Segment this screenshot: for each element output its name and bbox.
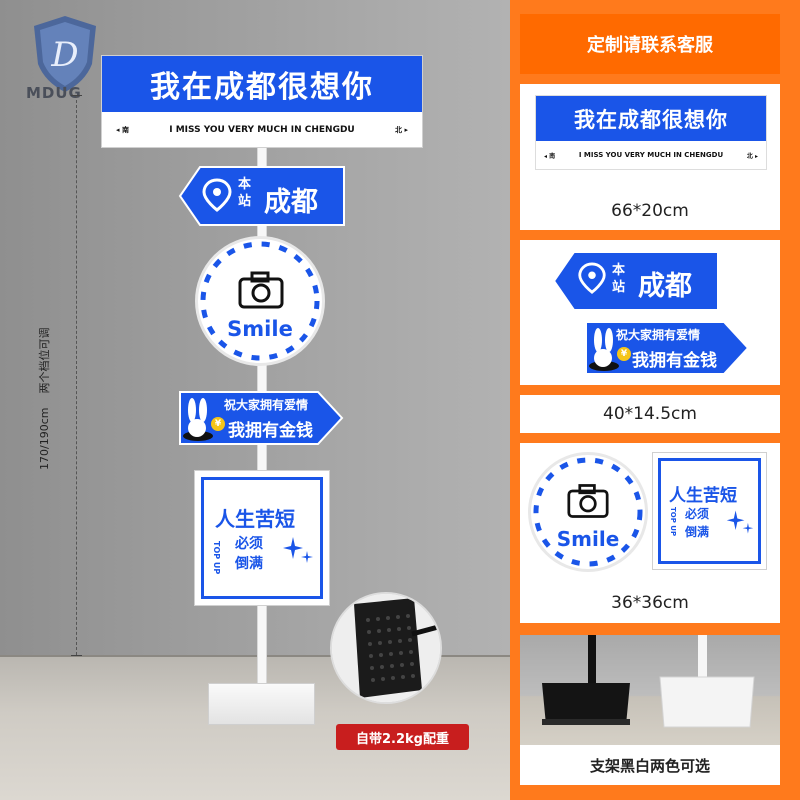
sign-top-subtitle: I MISS YOU VERY MUCH IN CHENGDU	[169, 125, 355, 135]
measure-bottom-cap	[71, 655, 82, 656]
height-label: 170/190cm 两个档位可调	[36, 270, 52, 470]
mini-dial-ring	[533, 457, 643, 567]
mini-rabbit-icon	[589, 328, 619, 371]
mini-location-pin-icon	[578, 262, 606, 294]
coin-icon: ¥	[211, 417, 225, 431]
sign-top-title: 我在成都很想你	[102, 56, 422, 112]
sparkle-icon	[283, 537, 313, 563]
svg-text:D: D	[50, 35, 78, 75]
mini-camera-icon	[567, 484, 609, 518]
mini-sign-station-label: 本 站	[612, 262, 632, 296]
brand-logo-text: MDUG	[26, 84, 82, 102]
sign-square-line2: 倒满	[235, 556, 263, 572]
stand-colors-illustration	[542, 635, 755, 728]
weight-inset	[330, 592, 442, 704]
stand-base	[208, 683, 315, 725]
mini-sign-station-small-bottom: 站	[612, 280, 626, 295]
sign-top: 我在成都很想你 ◂ 南 I MISS YOU VERY MUCH IN CHEN…	[101, 55, 423, 148]
sign-top-left-mark: ◂ 南	[116, 126, 129, 134]
mini-sign-top-subtitle-row: ◂ 南 I MISS YOU VERY MUCH IN CHENGDU 北 ▸	[536, 141, 766, 169]
sign-square: 人生苦短 TOP UP 必须 倒满	[194, 470, 330, 606]
sign-station-city: 成都	[264, 187, 318, 218]
sign-wish-line1: 祝大家拥有爱情	[224, 398, 309, 412]
mini-sign-station-small-top: 本	[612, 263, 626, 278]
mini-sign-wish-line2: 我拥有金钱	[632, 351, 717, 371]
rabbit-icon	[183, 398, 213, 441]
floor-edge	[0, 655, 510, 657]
height-value: 170/190cm	[38, 407, 51, 470]
mini-sign-right-mark: 北 ▸	[746, 152, 758, 160]
mini-sparkle-icon	[726, 510, 754, 534]
sign-station-small-bottom: 站	[238, 194, 252, 209]
panel-title: 定制请联系客服	[520, 14, 780, 74]
size-label-2: 40*14.5cm	[520, 395, 780, 433]
mini-sign-square-line1: 必须	[685, 507, 710, 521]
location-pin-icon	[202, 178, 232, 212]
sign-wish	[179, 391, 344, 445]
height-note: 两个档位可调	[38, 327, 51, 394]
height-measure-line	[76, 95, 77, 655]
sign-square-line1: 必须	[235, 536, 263, 552]
mini-sign-left-mark: ◂ 南	[544, 152, 556, 160]
weight-label: 自带2.2kg配重	[336, 724, 469, 750]
sign-smile-text: Smile	[227, 317, 293, 341]
stand-color-note: 支架黑白两色可选	[520, 745, 780, 785]
mini-sign-wish	[585, 321, 750, 375]
sign-station-small-top: 本	[238, 177, 252, 192]
sign-station-label: 本 站	[238, 176, 258, 210]
sign-top-subtitle-row: ◂ 南 I MISS YOU VERY MUCH IN CHENGDU 北 ▸	[102, 112, 422, 148]
weight-plate-icon	[332, 594, 440, 702]
measure-top-cap	[71, 95, 82, 96]
mini-sign-top-title: 我在成都很想你	[536, 96, 766, 141]
sign-square-title: 人生苦短	[215, 507, 295, 531]
mini-sign-wish-line1: 祝大家拥有爱情	[616, 328, 701, 342]
mini-sign-top: 我在成都很想你 ◂ 南 I MISS YOU VERY MUCH IN CHEN…	[535, 95, 767, 170]
sign-smile: Smile	[195, 236, 325, 366]
mini-sign-smile: Smile	[528, 452, 648, 572]
camera-icon	[238, 271, 284, 309]
mini-coin-icon: ¥	[617, 347, 631, 361]
size-label-1: 66*20cm	[520, 192, 780, 230]
size-label-3: 36*36cm	[520, 583, 780, 623]
mini-sign-square-line2: 倒满	[685, 525, 710, 539]
sign-wish-line2: 我拥有金钱	[228, 421, 313, 441]
mini-sign-station	[552, 251, 719, 311]
mini-sign-square-title: 人生苦短	[669, 486, 737, 506]
mini-sign-top-subtitle: I MISS YOU VERY MUCH IN CHENGDU	[578, 151, 724, 159]
mini-sign-square: 人生苦短 TOP UP 必须 倒满	[652, 452, 767, 570]
sign-top-right-mark: 北 ▸	[395, 126, 408, 134]
stand-colors-photo	[520, 635, 780, 745]
sign-square-topup: TOP UP	[212, 541, 221, 575]
dial-ring	[200, 241, 320, 361]
mini-sign-square-topup: TOP UP	[669, 507, 677, 537]
mini-sign-station-city: 成都	[638, 271, 692, 302]
mini-sign-smile-text: Smile	[556, 527, 620, 551]
shield-logo-icon: D	[34, 16, 96, 92]
